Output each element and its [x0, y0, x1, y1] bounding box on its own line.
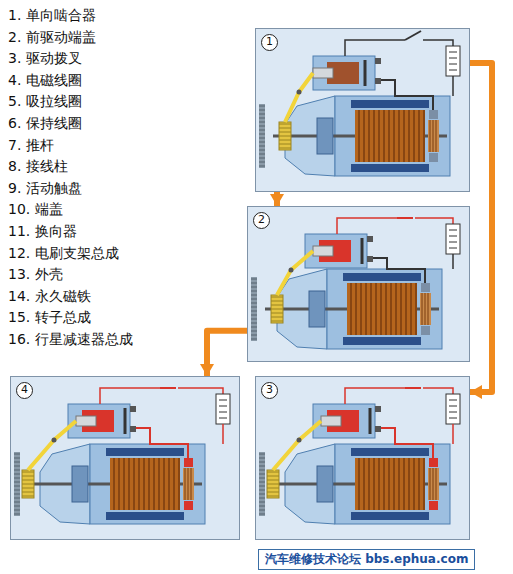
watermark: 汽车维修技术论坛 bbs.ephua.com — [258, 549, 475, 570]
part-name: 16. 行星减速器总成 — [8, 330, 133, 348]
part-name: 12. 电刷支架总成 — [8, 244, 119, 262]
stage-panel: 1 — [255, 28, 470, 192]
stage-panel: 4 — [10, 376, 240, 540]
stage-panel: 2 — [247, 206, 470, 362]
part-name: 2. 前驱动端盖 — [8, 28, 96, 46]
part-name: 15. 转子总成 — [8, 308, 91, 326]
part-name: 7. 推杆 — [8, 136, 54, 154]
starter-drawing — [10, 376, 240, 540]
flow-arrow — [207, 331, 247, 376]
part-name: 1. 单向啮合器 — [8, 6, 96, 24]
stage-panel: 3 — [255, 376, 470, 540]
stage-number: 2 — [253, 212, 270, 229]
part-name: 3. 驱动拨叉 — [8, 49, 82, 67]
flow-arrow — [274, 192, 280, 206]
part-name: 4. 电磁线圈 — [8, 71, 82, 89]
part-name: 5. 吸拉线圈 — [8, 92, 82, 110]
flow-arrow — [470, 63, 492, 392]
starter-drawing — [255, 376, 470, 540]
stage-number: 1 — [261, 34, 278, 51]
part-name: 6. 保持线圈 — [8, 114, 82, 132]
starter-drawing — [247, 206, 470, 362]
part-name: 8. 接线柱 — [8, 157, 68, 175]
part-name: 11. 换向器 — [8, 222, 77, 240]
part-name: 9. 活动触盘 — [8, 179, 82, 197]
part-name: 10. 端盖 — [8, 200, 63, 218]
starter-drawing — [255, 28, 470, 192]
part-name: 14. 永久磁铁 — [8, 287, 91, 305]
part-name: 13. 外壳 — [8, 265, 63, 283]
stage-number: 3 — [261, 382, 278, 399]
stage-number: 4 — [16, 382, 33, 399]
